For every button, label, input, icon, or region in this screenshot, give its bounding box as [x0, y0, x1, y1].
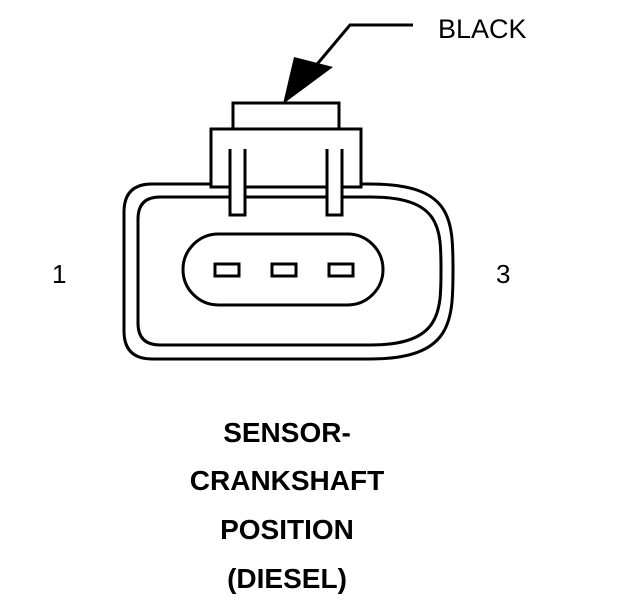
terminal-2 [270, 262, 298, 278]
latch-arm-left [228, 149, 247, 217]
terminal-1 [213, 262, 241, 278]
pin-label-last: 3 [496, 259, 510, 289]
color-leader [283, 23, 413, 104]
terminal-3 [327, 262, 355, 278]
title-line-1: SENSOR- [223, 417, 351, 448]
lock-tab-top [231, 101, 341, 133]
pin-label-first: 1 [52, 259, 66, 289]
leader-line [306, 23, 413, 76]
title-line-2: CRANKSHAFT [190, 465, 384, 496]
connector-body [122, 101, 455, 361]
connector-color-label: BLACK [438, 14, 527, 44]
title-line-4: (DIESEL) [227, 563, 347, 594]
latch-arm-right [325, 149, 344, 217]
title-line-3: POSITION [220, 514, 354, 545]
component-title: SENSOR- CRANKSHAFT POSITION (DIESEL) [190, 417, 384, 594]
leader-arrowhead [283, 57, 333, 104]
